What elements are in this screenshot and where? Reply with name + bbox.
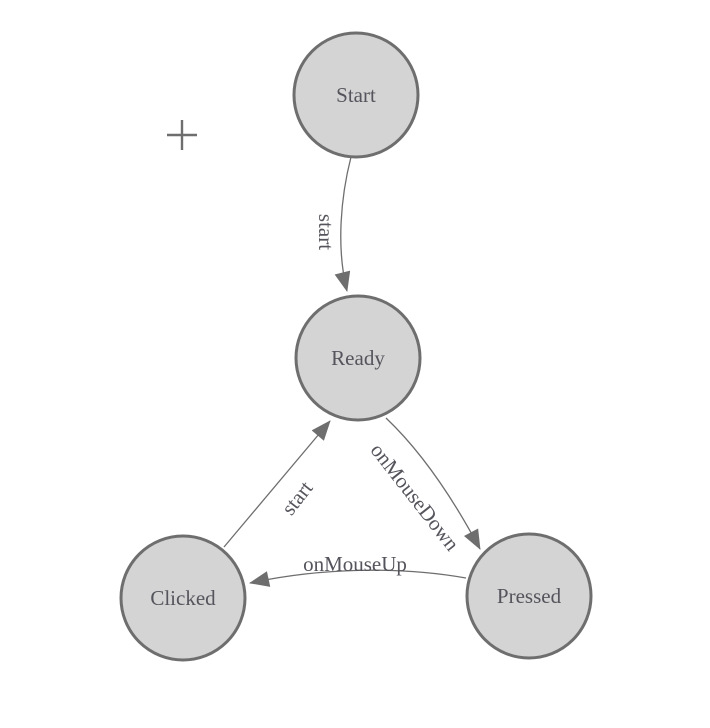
transition-path[interactable] xyxy=(334,156,352,292)
transition-clicked-to-ready[interactable]: start xyxy=(223,420,331,548)
state-circle[interactable] xyxy=(292,31,420,159)
state-node-pressed[interactable]: Pressed xyxy=(465,532,593,660)
transition-pressed-to-clicked[interactable]: onMouseUp xyxy=(249,552,467,587)
state-node-clicked[interactable]: Clicked xyxy=(119,534,247,662)
state-label: Pressed xyxy=(497,584,562,608)
state-circle[interactable] xyxy=(119,534,247,662)
transition-label: start xyxy=(314,214,338,250)
state-node-ready[interactable]: Ready xyxy=(294,294,422,422)
transition-label: start xyxy=(276,476,317,519)
transition-path[interactable] xyxy=(249,569,467,587)
plus-icon[interactable] xyxy=(167,120,197,150)
state-label: Start xyxy=(336,83,376,107)
transition-path[interactable] xyxy=(223,420,331,548)
state-circle[interactable] xyxy=(465,532,593,660)
transition-start-to-ready[interactable]: start xyxy=(314,156,352,292)
state-circle[interactable] xyxy=(294,294,422,422)
transition-ready-to-pressed[interactable]: onMouseDown xyxy=(366,417,481,556)
state-label: Clicked xyxy=(150,586,216,610)
transition-label: onMouseUp xyxy=(303,552,407,576)
transition-path[interactable] xyxy=(385,417,481,550)
state-node-start[interactable]: Start xyxy=(292,31,420,159)
state-label: Ready xyxy=(331,346,385,370)
